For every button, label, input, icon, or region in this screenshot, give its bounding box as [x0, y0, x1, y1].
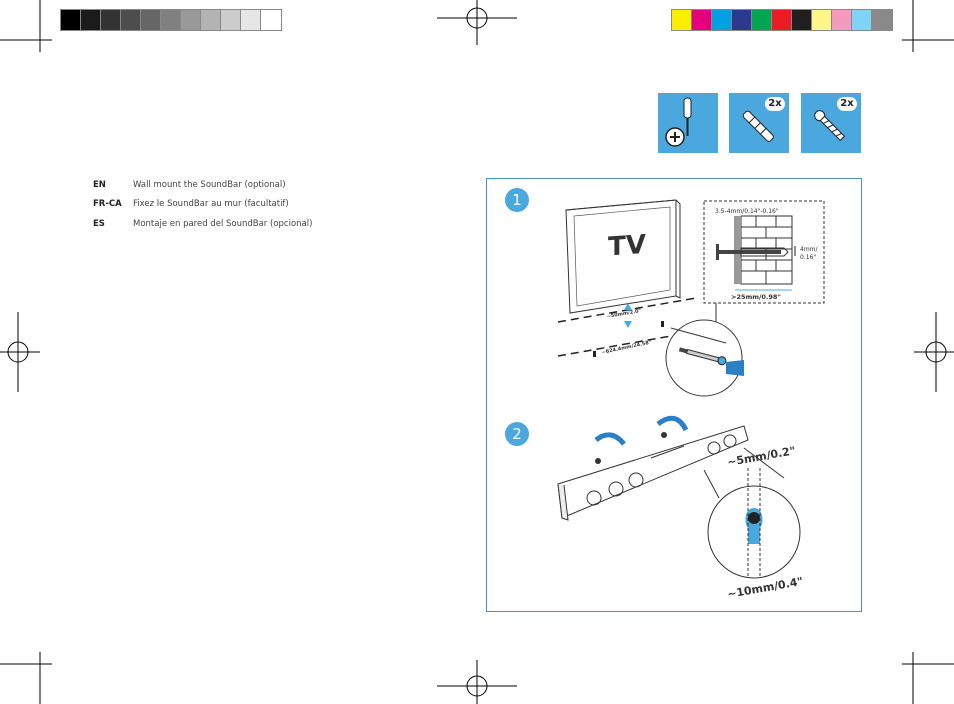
color-swatch	[691, 9, 713, 31]
color-bar	[671, 9, 893, 31]
lang-text: Wall mount the SoundBar (optional)	[133, 180, 286, 190]
wall-mount-diagram: TV ~50mm/2.0" ~624.4mm/24.58" 3.5-4mm/0.…	[557, 199, 825, 601]
anchor-tool: 2x	[729, 93, 789, 153]
color-swatch	[180, 9, 202, 31]
color-swatch	[240, 9, 262, 31]
step-1-badge: 1	[505, 188, 529, 212]
screw-icon	[814, 110, 846, 142]
color-swatch	[120, 9, 142, 31]
color-swatch	[60, 9, 82, 31]
color-swatch	[200, 9, 222, 31]
diagram-frame	[486, 178, 862, 612]
color-swatch	[80, 9, 102, 31]
step-2-badge: 2	[505, 422, 529, 446]
slot-label: ~10mm/0.4"	[726, 575, 804, 601]
spacing-label: ~624.4mm/24.58"	[601, 339, 652, 355]
color-swatch	[791, 9, 813, 31]
color-swatch	[831, 9, 853, 31]
wall-anchor-icon	[742, 110, 774, 142]
color-swatch	[140, 9, 162, 31]
lang-text: Montaje en pared del SoundBar (opcional)	[133, 219, 313, 229]
tv-label: TV	[608, 230, 646, 263]
instruction-fr-ca: FR-CA Fixez le SoundBar au mur (facultat…	[93, 199, 289, 209]
grayscale-bar	[60, 9, 282, 31]
screwdriver-tool	[658, 93, 718, 153]
anchor-count-badge: 2x	[765, 97, 785, 111]
color-swatch	[771, 9, 793, 31]
color-swatch	[751, 9, 773, 31]
head-size-label: 4mm/	[800, 246, 819, 253]
lang-text: Fixez le SoundBar au mur (facultatif)	[133, 199, 289, 209]
color-swatch	[811, 9, 833, 31]
drill-size-label: 3.5-4mm/0.14"-0.16"	[715, 208, 779, 215]
head-size-label-2: 0.16"	[800, 254, 816, 261]
protrusion-label: ~5mm/0.2"	[726, 444, 796, 469]
color-swatch	[731, 9, 753, 31]
tv-illustration	[565, 199, 681, 314]
soundbar-illustration	[557, 425, 749, 521]
screw-count-badge: 2x	[837, 97, 857, 111]
color-swatch	[220, 9, 242, 31]
instruction-en: EN Wall mount the SoundBar (optional)	[93, 180, 286, 190]
screw-tool: 2x	[801, 93, 861, 153]
screwdriver-icon	[665, 97, 692, 147]
color-swatch	[871, 9, 893, 31]
color-swatch	[851, 9, 873, 31]
instruction-es: ES Montaje en pared del SoundBar (opcion…	[93, 219, 312, 229]
color-swatch	[671, 9, 693, 31]
color-swatch	[260, 9, 282, 31]
depth-label: >25mm/0.98"	[731, 293, 781, 301]
color-swatch	[711, 9, 733, 31]
lang-code: EN	[93, 180, 106, 190]
drill-detail-box	[703, 200, 825, 304]
lang-code: FR-CA	[93, 199, 122, 209]
lang-code: ES	[93, 219, 105, 229]
color-swatch	[100, 9, 122, 31]
color-swatch	[160, 9, 182, 31]
